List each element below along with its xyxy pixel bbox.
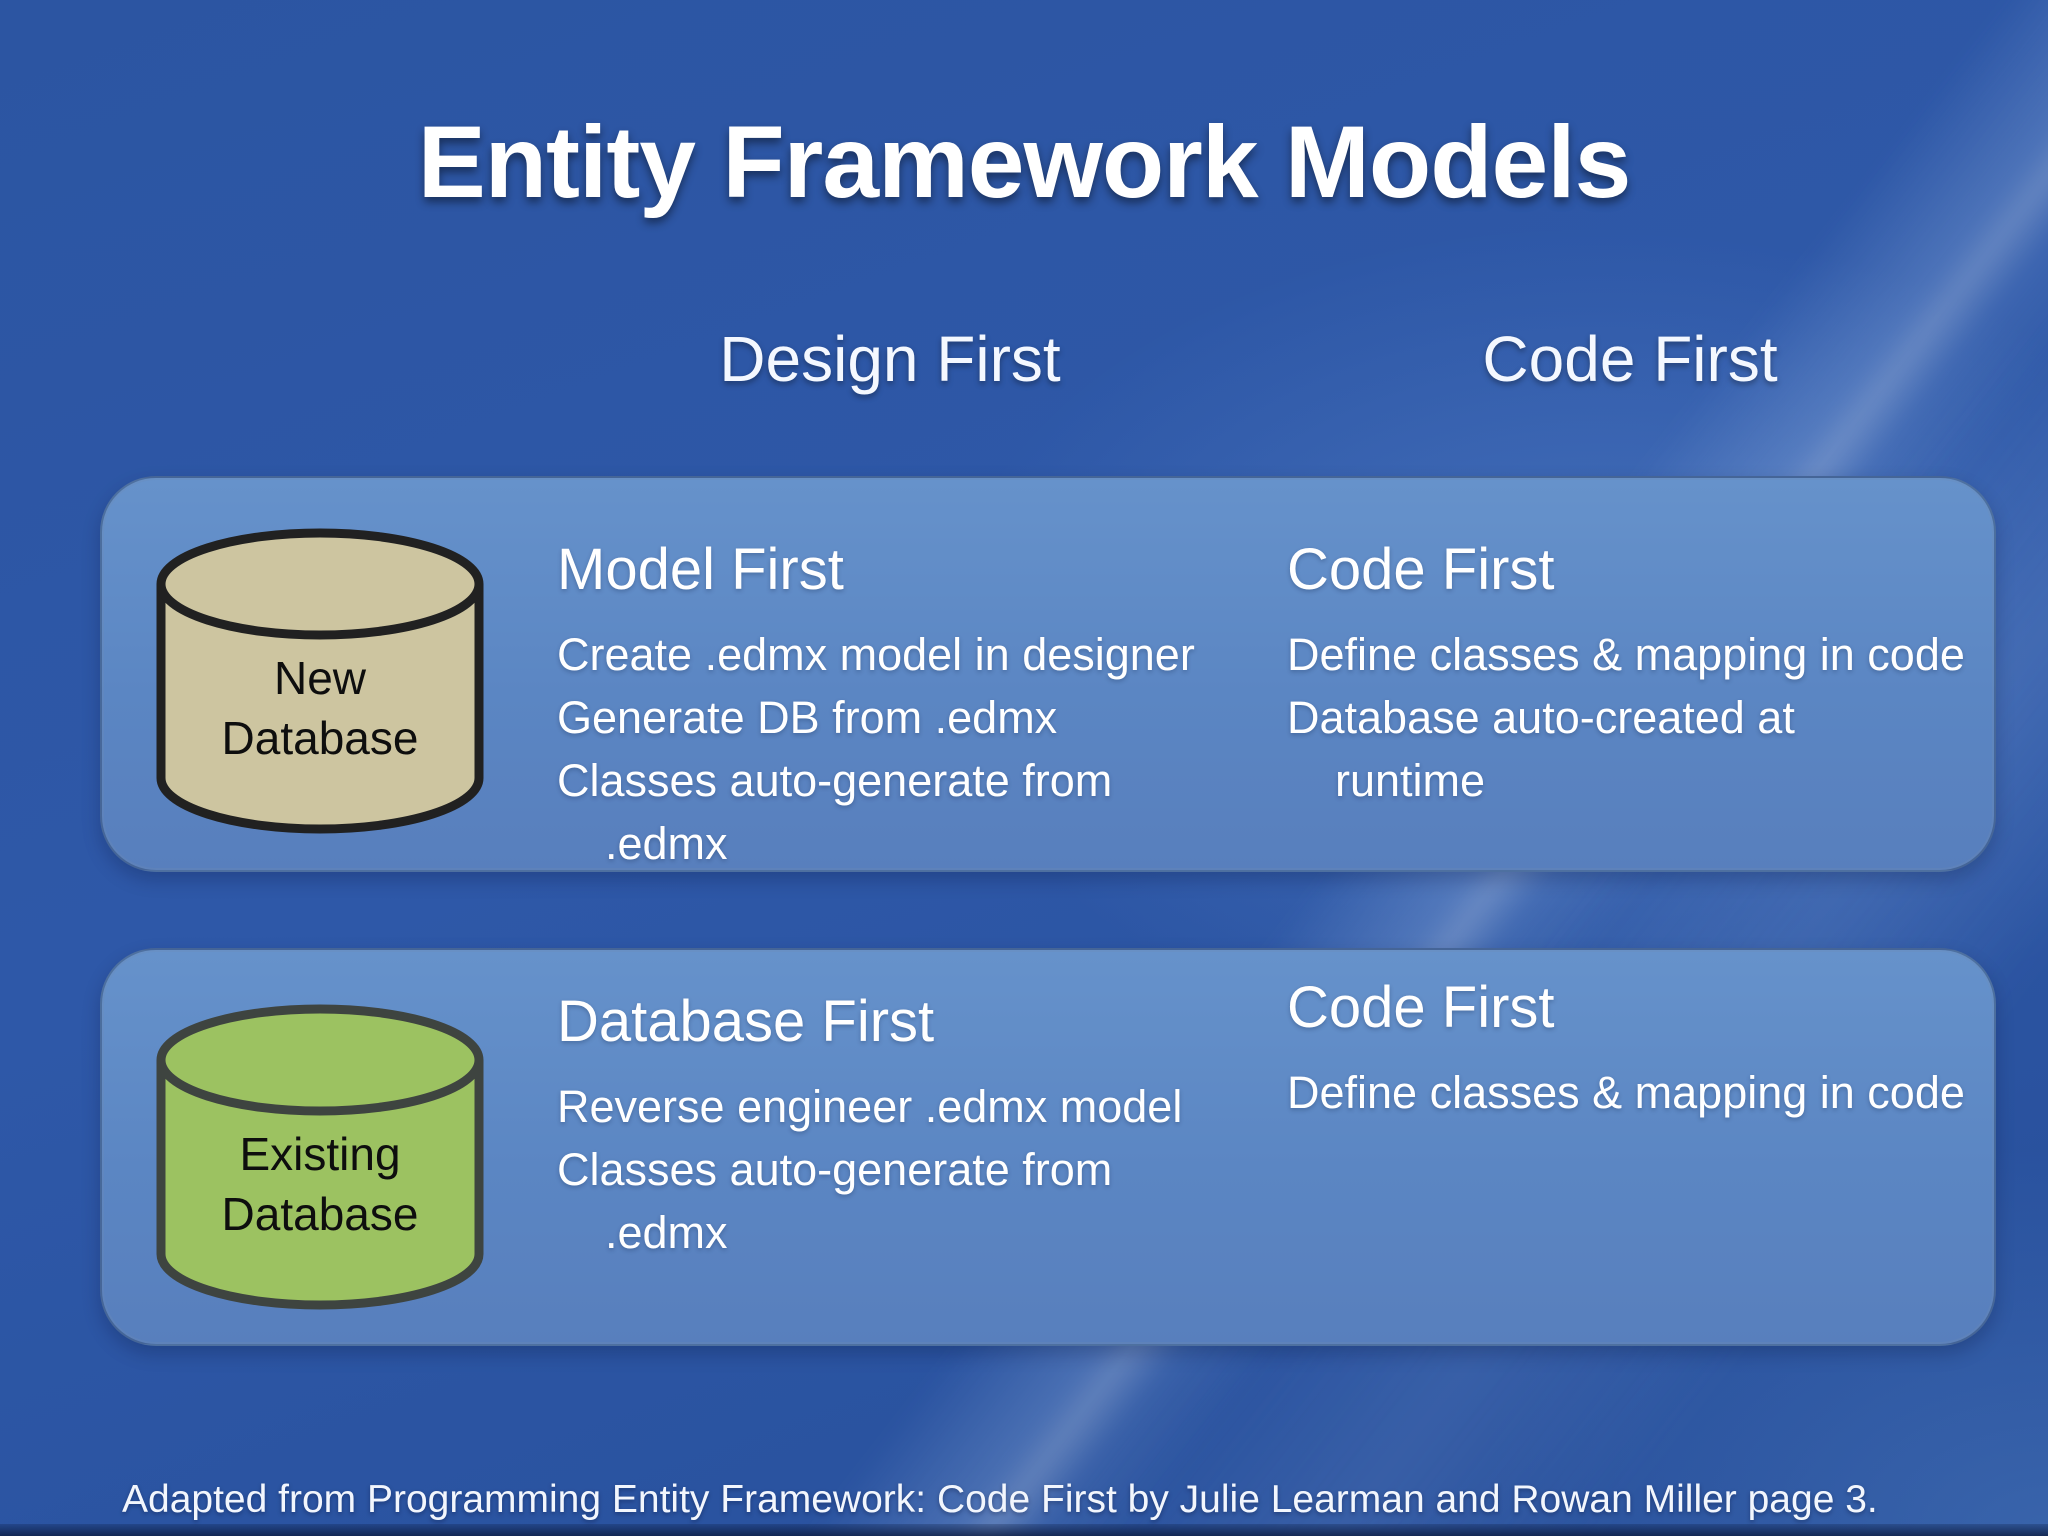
cell-heading: Database First [557, 989, 935, 1054]
cell-text-line-indented: runtime [1335, 755, 1486, 806]
cell-code-first-row2: Code First Define classes & mapping in c… [1287, 974, 1977, 1124]
database-label-line: Database [221, 712, 419, 764]
attribution-footer: Adapted from Programming Entity Framewor… [122, 1478, 1878, 1521]
cell-text-line: Generate DB from .edmx [557, 692, 1058, 743]
database-label-new: New Database [152, 648, 488, 768]
cell-text-line-indented: .edmx [605, 1207, 728, 1258]
cell-database-first: Database First Reverse engineer .edmx mo… [557, 988, 1247, 1264]
database-cylinder-existing: Existing Database [152, 1002, 488, 1314]
row-panel-new-database: New Database Model First Create .edmx mo… [100, 476, 1996, 872]
database-icon [156, 1004, 484, 1310]
cell-text-line: Create .edmx model in designer [557, 629, 1195, 680]
database-label-line: Database [221, 1188, 419, 1240]
cell-model-first: Model First Create .edmx model in design… [557, 536, 1247, 875]
cell-heading: Code First [1287, 537, 1555, 602]
database-label-line: Existing [239, 1128, 401, 1180]
bottom-edge-strip [0, 1524, 2048, 1536]
cell-text-line: Define classes & mapping in code [1287, 629, 1965, 680]
database-icon [156, 528, 484, 834]
cell-text-line: Classes auto-generate from [557, 1144, 1113, 1195]
database-cylinder-new: New Database [152, 526, 488, 838]
slide-title: Entity Framework Models [417, 105, 1632, 219]
cell-code-first-row1: Code First Define classes & mapping in c… [1287, 536, 1977, 812]
cell-text-line: Reverse engineer .edmx model [557, 1081, 1183, 1132]
column-header-code-first: Code First [1482, 323, 1778, 395]
cell-text-line: Define classes & mapping in code [1287, 1067, 1965, 1118]
database-label-line: New [273, 652, 367, 704]
row-panel-existing-database: Existing Database Database First Reverse… [100, 948, 1996, 1346]
cell-heading: Code First [1287, 975, 1555, 1040]
cell-text-line: Classes auto-generate from [557, 755, 1113, 806]
cell-text-line: Database auto-created at [1287, 692, 1795, 743]
cell-heading: Model First [557, 537, 844, 602]
cell-text-line-indented: .edmx [605, 818, 728, 869]
column-header-design-first: Design First [719, 323, 1061, 395]
database-label-existing: Existing Database [152, 1124, 488, 1244]
